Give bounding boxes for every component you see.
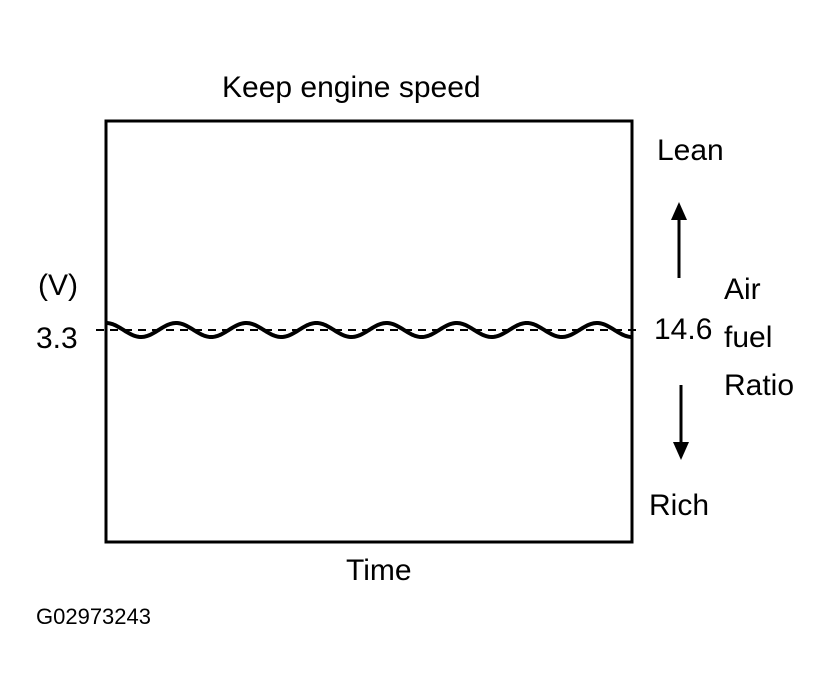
right-tick-label: 14.6 [654, 313, 713, 346]
voltage-signal-line [105, 320, 633, 340]
arrow-up-icon [671, 202, 687, 220]
arrow-down-icon [673, 442, 689, 460]
rich-label: Rich [649, 489, 710, 522]
lean-label: Lean [657, 134, 724, 167]
right-axis-label-line: fuel [724, 321, 773, 354]
y-axis-unit: (V) [38, 269, 78, 302]
y-tick-label: 3.3 [36, 322, 78, 355]
right-axis-label-line: Air [724, 273, 761, 306]
figure-id: G02973243 [36, 604, 151, 629]
chart-title: Keep engine speed [222, 71, 481, 104]
x-axis-label: Time [346, 554, 412, 587]
plot-frame [104, 119, 634, 544]
right-axis-label-line: Ratio [724, 369, 795, 402]
